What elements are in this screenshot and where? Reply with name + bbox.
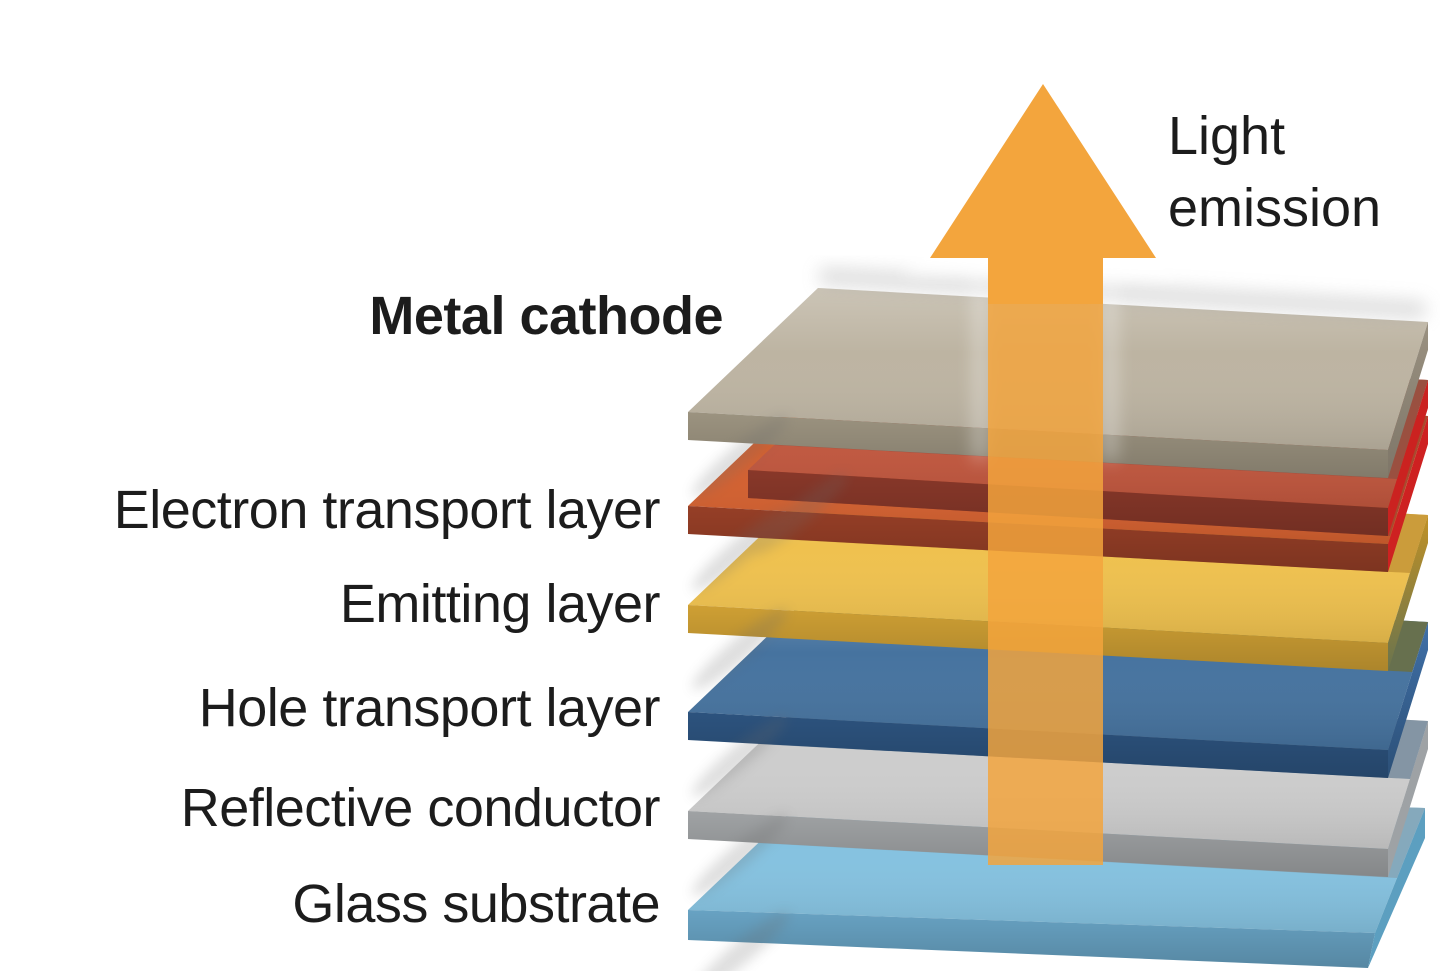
label-light-emission: Light emission: [1168, 100, 1381, 244]
label-glass-substrate: Glass substrate: [292, 874, 660, 934]
label-electron-transport-layer: Electron transport layer: [113, 480, 661, 540]
tip-shadows: [691, 415, 849, 971]
red-right-face: [1388, 380, 1428, 536]
label-emitting-layer: Emitting layer: [339, 574, 661, 634]
yellow-right-face: [1388, 515, 1428, 671]
silver-right-face: [1388, 721, 1428, 877]
orange-right-face: [1388, 416, 1428, 572]
cathode-back-shadow: [819, 268, 1426, 318]
label-reflective-conductor: Reflective conductor: [180, 778, 661, 838]
taupe-right-face: [1388, 322, 1428, 478]
blue-right-face: [1388, 622, 1428, 778]
arrow-shaft: [988, 303, 1103, 865]
light-emission-arrow: [930, 84, 1156, 865]
glass-front-shade: [688, 910, 1375, 968]
glass-right-face: [1368, 808, 1425, 968]
label-light-emission-line2: emission: [1168, 178, 1382, 238]
arrow-head: [930, 84, 1156, 304]
label-light-emission-line1: Light: [1168, 106, 1286, 166]
label-metal-cathode: Metal cathode: [369, 286, 723, 346]
label-hole-transport-layer: Hole transport layer: [198, 678, 661, 738]
